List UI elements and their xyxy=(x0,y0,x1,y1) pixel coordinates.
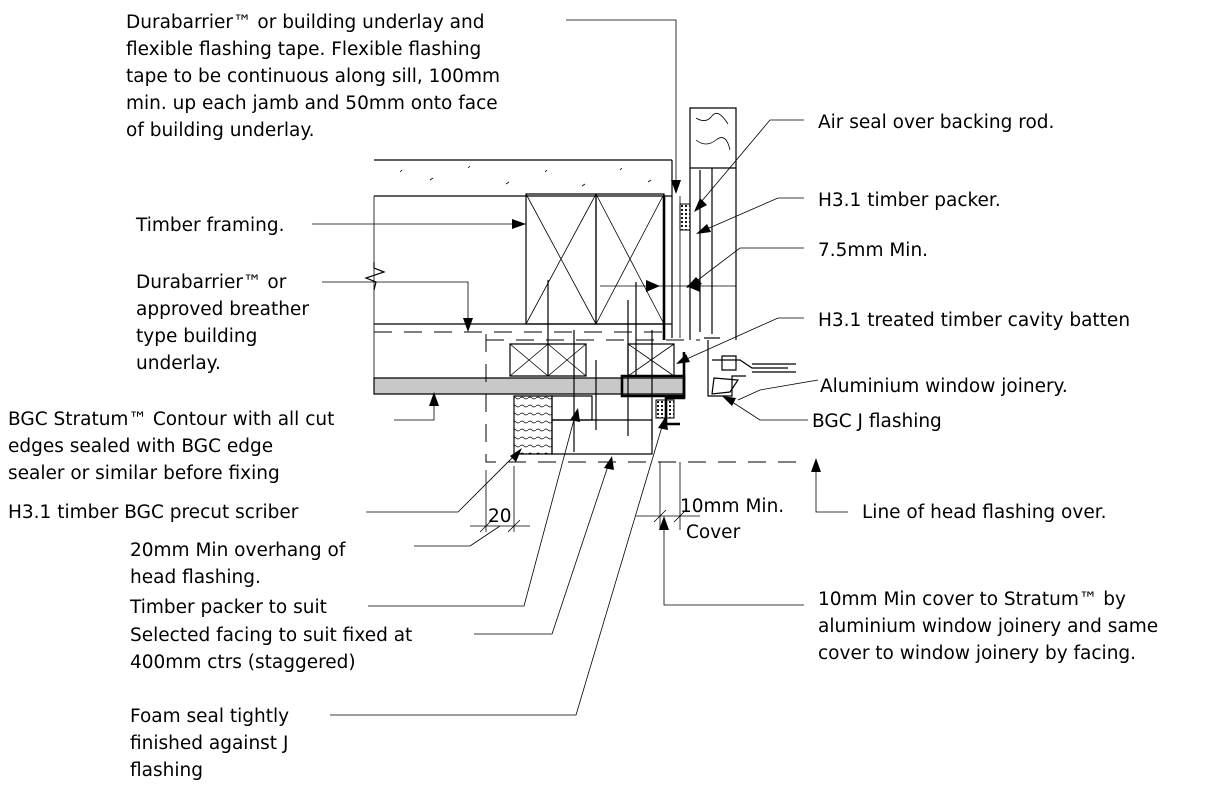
label-stratum-contour: BGC Stratum™ Contour with all cut edges … xyxy=(8,409,334,484)
label-durabarrier-top: Durabarrier™ or building underlay and fl… xyxy=(126,12,500,141)
svg-text:flexible flashing tape. Flexib: flexible flashing tape. Flexible flashin… xyxy=(126,39,481,60)
svg-text:type building: type building xyxy=(136,326,257,347)
label-foam-seal: Foam seal tightly finished against J fla… xyxy=(130,706,289,781)
fixings xyxy=(548,280,652,452)
label-dim-10mm: 10mm Min. Cover xyxy=(680,496,784,543)
j-flashing xyxy=(666,352,684,424)
dimension-10mm xyxy=(636,462,700,530)
label-min-7-5: 7.5mm Min. xyxy=(818,240,928,261)
svg-text:BGC Stratum™ Contour with all: BGC Stratum™ Contour with all cut xyxy=(8,409,334,430)
svg-text:Line of head flashing over.: Line of head flashing over. xyxy=(862,502,1107,523)
svg-text:of building underlay.: of building underlay. xyxy=(126,120,315,141)
svg-text:10mm Min.: 10mm Min. xyxy=(680,496,784,517)
svg-text:head flashing.: head flashing. xyxy=(130,567,261,588)
svg-text:Foam seal tightly: Foam seal tightly xyxy=(130,706,289,727)
precut-scriber xyxy=(514,396,552,454)
svg-text:7.5mm Min.: 7.5mm Min. xyxy=(818,240,928,261)
svg-text:sealer or similar before fixin: sealer or similar before fixing xyxy=(8,463,280,484)
label-selected-facing: Selected facing to suit fixed at 400mm c… xyxy=(130,625,412,673)
svg-text:Cover: Cover xyxy=(686,522,741,543)
svg-text:underlay.: underlay. xyxy=(136,353,221,374)
svg-text:H3.1 treated timber cavity bat: H3.1 treated timber cavity batten xyxy=(818,310,1130,331)
svg-text:Aluminium window joinery.: Aluminium window joinery. xyxy=(820,376,1068,397)
svg-text:BGC J flashing: BGC J flashing xyxy=(812,411,942,432)
svg-text:Air seal over backing rod.: Air seal over backing rod. xyxy=(818,112,1054,133)
label-timber-packer: Timber packer to suit xyxy=(129,597,327,618)
label-overhang: 20mm Min overhang of head flashing. xyxy=(130,540,346,588)
ceiling-lining xyxy=(374,160,672,380)
break-line xyxy=(366,262,384,290)
label-h31-packer: H3.1 timber packer. xyxy=(818,190,1001,211)
window-frame xyxy=(680,108,796,396)
label-cavity-batten: H3.1 treated timber cavity batten xyxy=(818,310,1130,331)
svg-text:approved breather: approved breather xyxy=(136,299,309,320)
svg-text:aluminium window joinery and s: aluminium window joinery and same xyxy=(818,616,1158,637)
label-dim-20: 20 xyxy=(488,506,512,527)
timber-framing-blocks xyxy=(526,194,664,324)
svg-text:Durabarrier™ or building under: Durabarrier™ or building underlay and xyxy=(126,12,484,33)
svg-text:min. up each jamb and 50mm ont: min. up each jamb and 50mm onto face xyxy=(126,93,498,114)
svg-text:finished against J: finished against J xyxy=(130,733,288,754)
label-timber-framing: Timber framing. xyxy=(135,215,284,236)
head-flashing-line xyxy=(486,334,800,462)
stratum-contour-board xyxy=(374,378,684,394)
svg-text:20mm Min overhang of: 20mm Min overhang of xyxy=(130,540,346,561)
svg-text:cover to window joinery by fac: cover to window joinery by facing. xyxy=(818,643,1136,664)
dimension-20 xyxy=(470,466,530,532)
svg-text:tape to be continuous along si: tape to be continuous along sill, 100mm xyxy=(126,66,500,87)
wall-section xyxy=(366,108,800,462)
svg-text:H3.1 timber packer.: H3.1 timber packer. xyxy=(818,190,1001,211)
svg-text:Timber packer to suit: Timber packer to suit xyxy=(129,597,327,618)
label-min-cover-10: 10mm Min cover to Stratum™ by aluminium … xyxy=(818,589,1158,664)
label-precut-scriber: H3.1 timber BGC precut scriber xyxy=(8,502,299,523)
leaders xyxy=(312,20,848,715)
label-j-flashing: BGC J flashing xyxy=(812,411,942,432)
svg-text:Durabarrier™ or: Durabarrier™ or xyxy=(136,272,287,293)
svg-text:Timber framing.: Timber framing. xyxy=(135,215,284,236)
svg-text:20: 20 xyxy=(488,506,512,527)
svg-text:edges sealed with BGC edge: edges sealed with BGC edge xyxy=(8,436,273,457)
svg-text:flashing: flashing xyxy=(130,760,203,781)
label-aluminium-joinery: Aluminium window joinery. xyxy=(820,376,1068,397)
svg-text:10mm Min cover to Stratum™ by: 10mm Min cover to Stratum™ by xyxy=(818,589,1126,610)
svg-text:400mm ctrs (staggered): 400mm ctrs (staggered) xyxy=(130,652,356,673)
label-air-seal: Air seal over backing rod. xyxy=(818,112,1054,133)
cavity-batten-blocks xyxy=(510,344,674,376)
label-head-flashing-line: Line of head flashing over. xyxy=(862,502,1107,523)
svg-text:H3.1 timber BGC precut scriber: H3.1 timber BGC precut scriber xyxy=(8,502,299,523)
label-durabarrier-left: Durabarrier™ or approved breather type b… xyxy=(136,272,309,374)
svg-text:Selected facing to suit fixed: Selected facing to suit fixed at xyxy=(130,625,412,646)
